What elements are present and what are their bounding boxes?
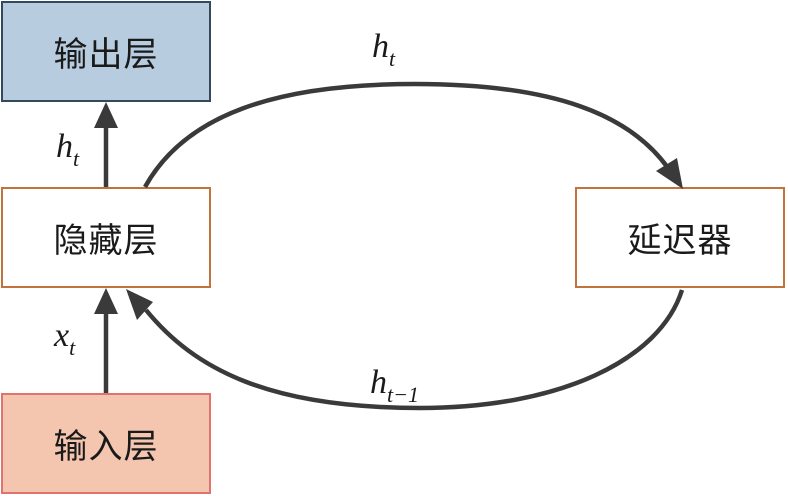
label-delay-to-hidden: ht−1 — [370, 364, 419, 407]
arrow-hidden-to-delay — [143, 81, 683, 189]
arrow-hidden-to-output — [94, 102, 118, 187]
input-layer-label: 输入层 — [53, 427, 159, 467]
label-hidden-to-output: ht — [56, 128, 80, 171]
hidden-layer-label: 隐藏层 — [53, 221, 159, 261]
delay-unit-label: 延迟器 — [627, 221, 733, 261]
arrow-input-to-hidden — [94, 288, 118, 393]
output-layer-label: 输出层 — [53, 35, 159, 75]
output-layer-node: 输出层 — [1, 1, 211, 102]
hidden-layer-node: 隐藏层 — [1, 187, 211, 288]
label-input-to-hidden: xt — [53, 317, 76, 360]
label-hidden-to-delay: ht — [372, 28, 396, 71]
delay-unit-node: 延迟器 — [575, 187, 785, 288]
input-layer-node: 输入层 — [1, 393, 211, 494]
arrow-delay-to-hidden — [126, 289, 685, 411]
